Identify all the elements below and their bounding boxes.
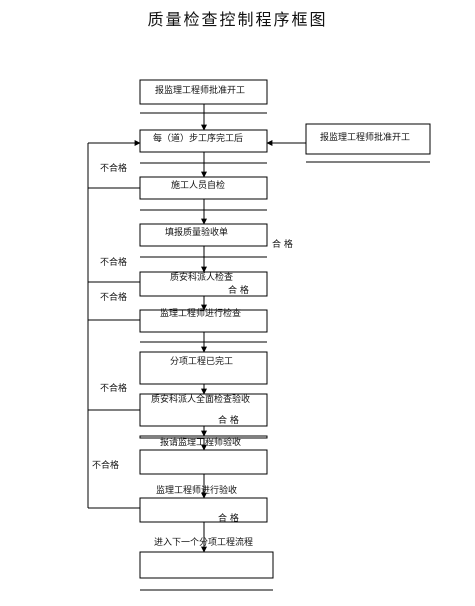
fail-label-1: 不合格 [100, 164, 128, 174]
pass-label-2: 合 格 [228, 286, 249, 296]
step-label-7: 分项工程已完工 [170, 357, 234, 367]
box-next-flow [139, 551, 274, 579]
box-supervisor-accept-2 [139, 497, 268, 523]
step-label-9: 报请监理工程师验收 [160, 438, 242, 448]
step-label-3: 施工人员自检 [171, 181, 226, 191]
step-label-1: 报监理工程师批准开工 [155, 86, 246, 96]
side-box-label: 报监理工程师批准开工 [320, 133, 411, 143]
fail-label-5: 不合格 [92, 461, 120, 471]
page-title: 质量检查控制程序框图 [147, 10, 328, 29]
step-label-2: 每（道）步工序完工后 [153, 134, 244, 144]
fail-label-2: 不合格 [100, 258, 128, 268]
step-label-10: 监理工程师进行验收 [156, 486, 238, 496]
box-supervisor-accept [139, 449, 268, 475]
step-label-6: 监理工程师进行检查 [160, 309, 242, 319]
fail-label-3: 不合格 [100, 293, 128, 303]
step-label-11: 进入下一个分项工程流程 [154, 538, 254, 548]
fail-label-4: 不合格 [100, 384, 128, 394]
side-box [305, 123, 431, 155]
step-label-4: 填报质量验收单 [165, 228, 229, 238]
step-label-8: 质安科派人全面检查验收 [151, 395, 251, 405]
pass-label-1: 合 格 [272, 240, 293, 250]
step-label-5: 质安科派人检查 [170, 273, 234, 283]
pass-label-4: 合 格 [218, 514, 239, 524]
pass-label-3: 合 格 [218, 416, 239, 426]
